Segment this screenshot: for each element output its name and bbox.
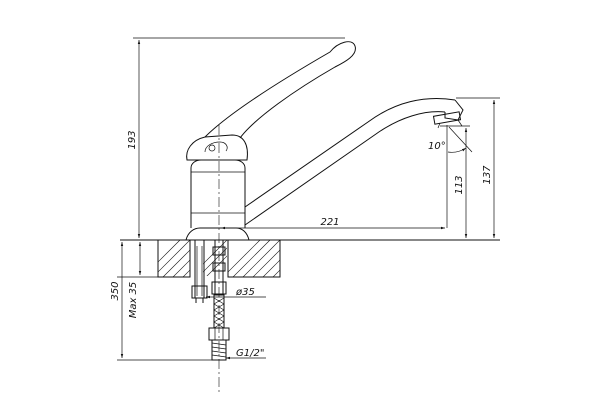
dimension-labels: 193 137 113 221 10° ø35 Max 35 350 G1/2" (110, 130, 493, 359)
dim-outlet-angle: 10° (428, 141, 446, 152)
dim-outlet-height: 113 (454, 175, 465, 194)
dim-overall-height: 193 (127, 130, 138, 149)
dim-thread: G1/2" (236, 348, 264, 359)
countertop-section (120, 239, 500, 278)
dimension-lines (117, 37, 500, 361)
dim-hose-length: 350 (110, 281, 121, 300)
dim-spout-reach: 221 (320, 217, 339, 228)
dim-max-thickness: Max 35 (128, 282, 139, 319)
dim-spout-height: 137 (482, 165, 493, 185)
spout (244, 97, 464, 226)
lever-handle (204, 41, 356, 153)
dim-mount-hole: ø35 (235, 287, 255, 298)
supply-hoses (191, 239, 230, 361)
faucet-body (185, 134, 250, 241)
